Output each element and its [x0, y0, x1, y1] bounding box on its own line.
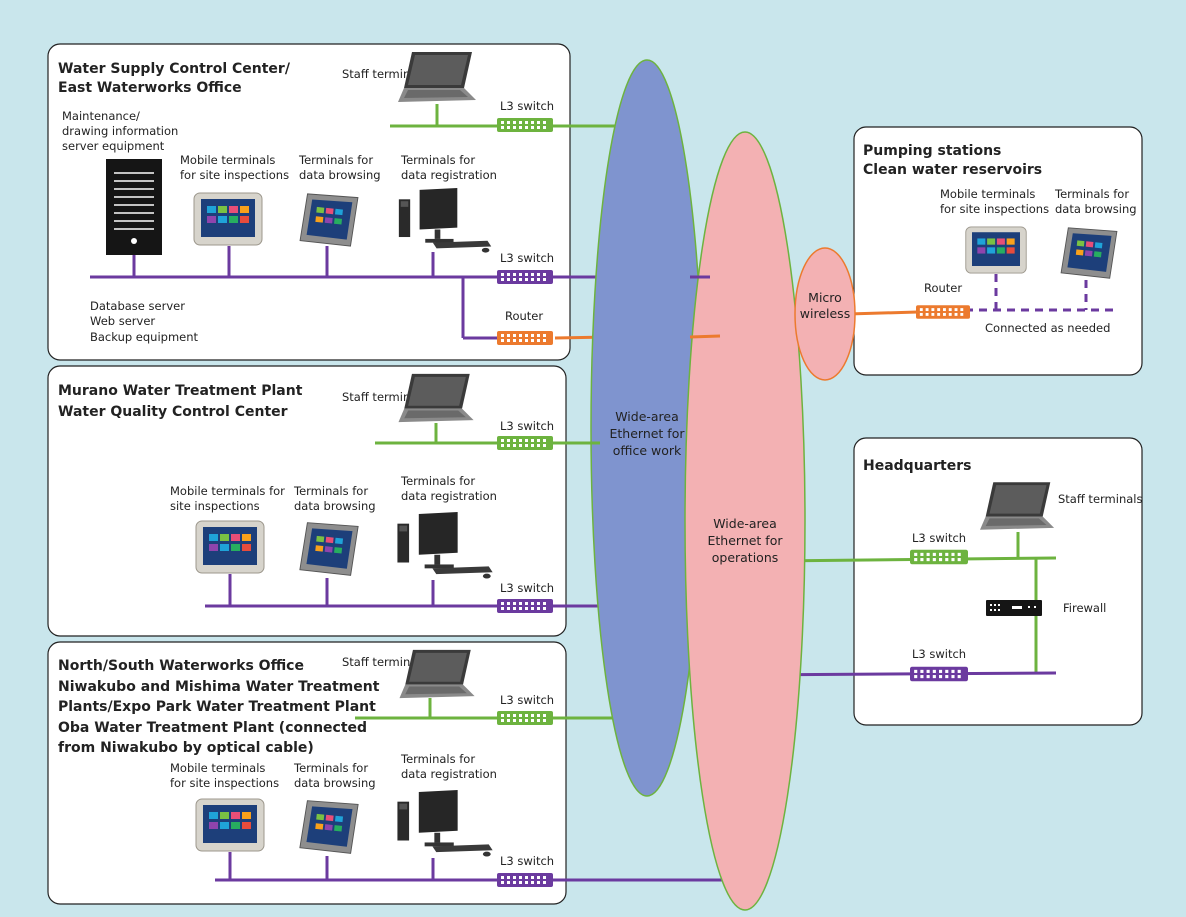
cc-router-label: Router	[505, 309, 543, 323]
cc-db-label-1: Database server	[90, 299, 185, 313]
murano-mobile-label-1: Mobile terminals for	[170, 484, 285, 498]
hq-title: Headquarters	[863, 458, 971, 474]
network-switch-icon	[497, 873, 553, 887]
rugged-tablet-icon	[299, 800, 359, 854]
pump-dashed-lines	[965, 274, 1118, 312]
office-net-label-1: Wide-area	[615, 409, 679, 424]
pump-mobile-label-2: for site inspections	[940, 202, 1049, 216]
ns-l3-bottom-label: L3 switch	[500, 854, 554, 868]
office-net-label-3: office work	[613, 443, 682, 458]
ns-staff-label: Staff terminals	[342, 655, 426, 669]
cc-browse-label-1: Terminals for	[298, 153, 373, 167]
rugged-tablet-icon	[299, 193, 359, 247]
ops-net-label-1: Wide-area	[713, 516, 777, 531]
murano-mobile-label-2: site inspections	[170, 499, 260, 513]
murano-l3-bottom-label: L3 switch	[500, 581, 554, 595]
ops-net-label-3: operations	[712, 550, 779, 565]
operations-ethernet-ellipse	[684, 131, 806, 911]
site-box-headquarters	[853, 437, 1143, 726]
micro-label-2: wireless	[800, 306, 850, 321]
ns-title-1: North/South Waterworks Office	[58, 658, 304, 674]
network-switch-icon	[497, 270, 553, 284]
network-switch-icon	[497, 711, 553, 725]
rugged-tablet-icon	[1060, 227, 1118, 279]
ns-title-5: from Niwakubo by optical cable)	[58, 740, 314, 756]
cc-mobile-label-2: for site inspections	[180, 168, 289, 182]
cc-server-label-3: server equipment	[62, 139, 165, 153]
network-switch-icon	[497, 599, 553, 613]
router-icon	[916, 305, 970, 319]
cc-title-2: East Waterworks Office	[58, 80, 242, 96]
office-net-label-2: Ethernet for	[609, 426, 685, 441]
tablet-icon	[193, 192, 263, 246]
ns-browse-label-2: data browsing	[294, 776, 376, 790]
network-switch-icon	[910, 666, 968, 682]
router-icon	[497, 331, 553, 345]
network-switch-icon	[910, 549, 968, 565]
ns-title-4: Oba Water Treatment Plant (connected	[58, 720, 367, 736]
cc-orange-to-ops	[689, 334, 721, 339]
ns-title-2: Niwakubo and Mishima Water Treatment	[58, 679, 380, 695]
pump-browse-label-2: data browsing	[1055, 202, 1137, 216]
cc-mobile-label-1: Mobile terminals	[180, 153, 275, 167]
murano-title-1: Murano Water Treatment Plant	[58, 383, 303, 399]
pump-title-1: Pumping stations	[863, 143, 1001, 159]
hq-l3-bottom-label: L3 switch	[912, 647, 966, 661]
cc-server-label-2: drawing information	[62, 124, 178, 138]
cc-reg-label-1: Terminals for	[400, 153, 475, 167]
cc-staff-label: Staff terminals	[342, 67, 426, 81]
network-switch-icon	[497, 118, 553, 132]
micro-to-router	[847, 310, 919, 316]
ns-mobile-label-1: Mobile terminals	[170, 761, 265, 775]
cc-reg-label-2: data registration	[401, 168, 497, 182]
ns-l3-top-label: L3 switch	[500, 693, 554, 707]
cc-l3-top-label: L3 switch	[500, 99, 554, 113]
cc-server-label-1: Maintenance/	[62, 109, 140, 123]
murano-reg-label-1: Terminals for	[400, 474, 475, 488]
server-tower-icon	[106, 159, 162, 255]
murano-browse-label-2: data browsing	[294, 499, 376, 513]
ns-reg-label-1: Terminals for	[400, 752, 475, 766]
cc-browse-label-2: data browsing	[299, 168, 381, 182]
cc-l3-bottom-label: L3 switch	[500, 251, 554, 265]
hq-staff-label: Staff terminals	[1058, 492, 1142, 506]
ops-net-label-2: Ethernet for	[707, 533, 783, 548]
pump-connected-label: Connected as needed	[985, 321, 1110, 335]
cc-db-label-2: Web server	[90, 314, 155, 328]
crossing-lines	[560, 124, 721, 720]
pump-router-label: Router	[924, 281, 962, 295]
rugged-tablet-icon	[299, 522, 359, 576]
hq-firewall-label: Firewall	[1063, 601, 1106, 615]
network-switch-icon	[497, 436, 553, 450]
murano-title-2: Water Quality Control Center	[58, 404, 288, 420]
murano-l3-top-label: L3 switch	[500, 419, 554, 433]
firewall-icon	[986, 600, 1042, 616]
murano-browse-label-1: Terminals for	[293, 484, 368, 498]
micro-wireless-ellipse	[794, 247, 856, 381]
murano-staff-label: Staff terminals	[342, 390, 426, 404]
cc-title-1: Water Supply Control Center/	[58, 61, 291, 77]
pump-mobile-label-1: Mobile terminals	[940, 187, 1035, 201]
pump-title-2: Clean water reservoirs	[863, 162, 1042, 178]
cc-db-label-3: Backup equipment	[90, 330, 199, 344]
tablet-icon	[195, 798, 265, 852]
ns-browse-label-1: Terminals for	[293, 761, 368, 775]
micro-label-1: Micro	[808, 290, 842, 305]
tablet-icon	[195, 520, 265, 574]
murano-reg-label-2: data registration	[401, 489, 497, 503]
ns-reg-label-2: data registration	[401, 767, 497, 781]
hq-l3-top-label: L3 switch	[912, 531, 966, 545]
pump-browse-label-1: Terminals for	[1054, 187, 1129, 201]
tablet-icon	[965, 226, 1027, 274]
ns-title-3: Plants/Expo Park Water Treatment Plant	[58, 699, 376, 715]
ns-mobile-label-2: for site inspections	[170, 776, 279, 790]
